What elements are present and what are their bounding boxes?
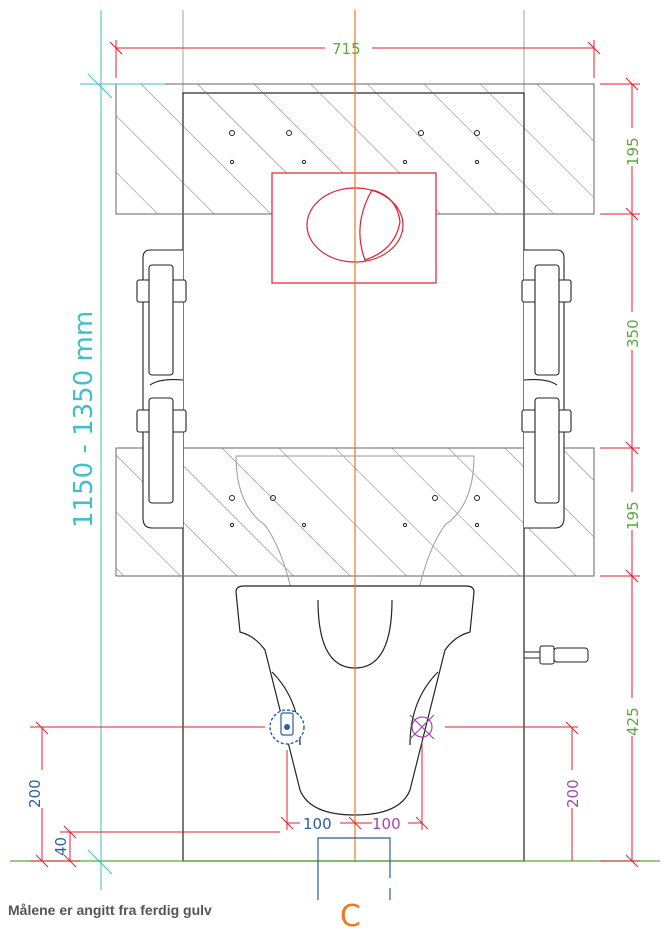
lower-screws: [229, 495, 480, 528]
left-bracket: [136, 249, 187, 529]
top-screws: [229, 130, 480, 165]
height-range-label: 1150 - 1350 mm: [69, 311, 99, 528]
width-label: 715: [332, 40, 361, 58]
right-dim-middle: 350: [624, 319, 642, 348]
right-bracket: [521, 249, 572, 529]
right-dim-lower: 195: [624, 501, 642, 530]
right-dim-top: 195: [624, 137, 642, 166]
floor-note: Målene er angitt fra ferdig gulv: [8, 902, 212, 918]
blue-offset: 100: [303, 815, 332, 833]
left-blue-height: 200: [26, 779, 44, 808]
right-purple-height: 200: [564, 779, 582, 808]
right-dimension-chain: [600, 77, 640, 868]
flush-plate: [271, 172, 437, 284]
drain-marker: [409, 714, 435, 740]
drain-pipe: [317, 837, 391, 900]
left-floor-offset: 40: [52, 837, 70, 856]
purple-offset: 100: [372, 815, 401, 833]
center-offsets: [280, 742, 429, 830]
flush-handle: [523, 645, 589, 665]
centerline-label: C: [340, 899, 361, 930]
right-dim-bottom: 425: [624, 707, 642, 736]
width-dimension: [109, 40, 601, 78]
water-inlet: [269, 709, 305, 745]
